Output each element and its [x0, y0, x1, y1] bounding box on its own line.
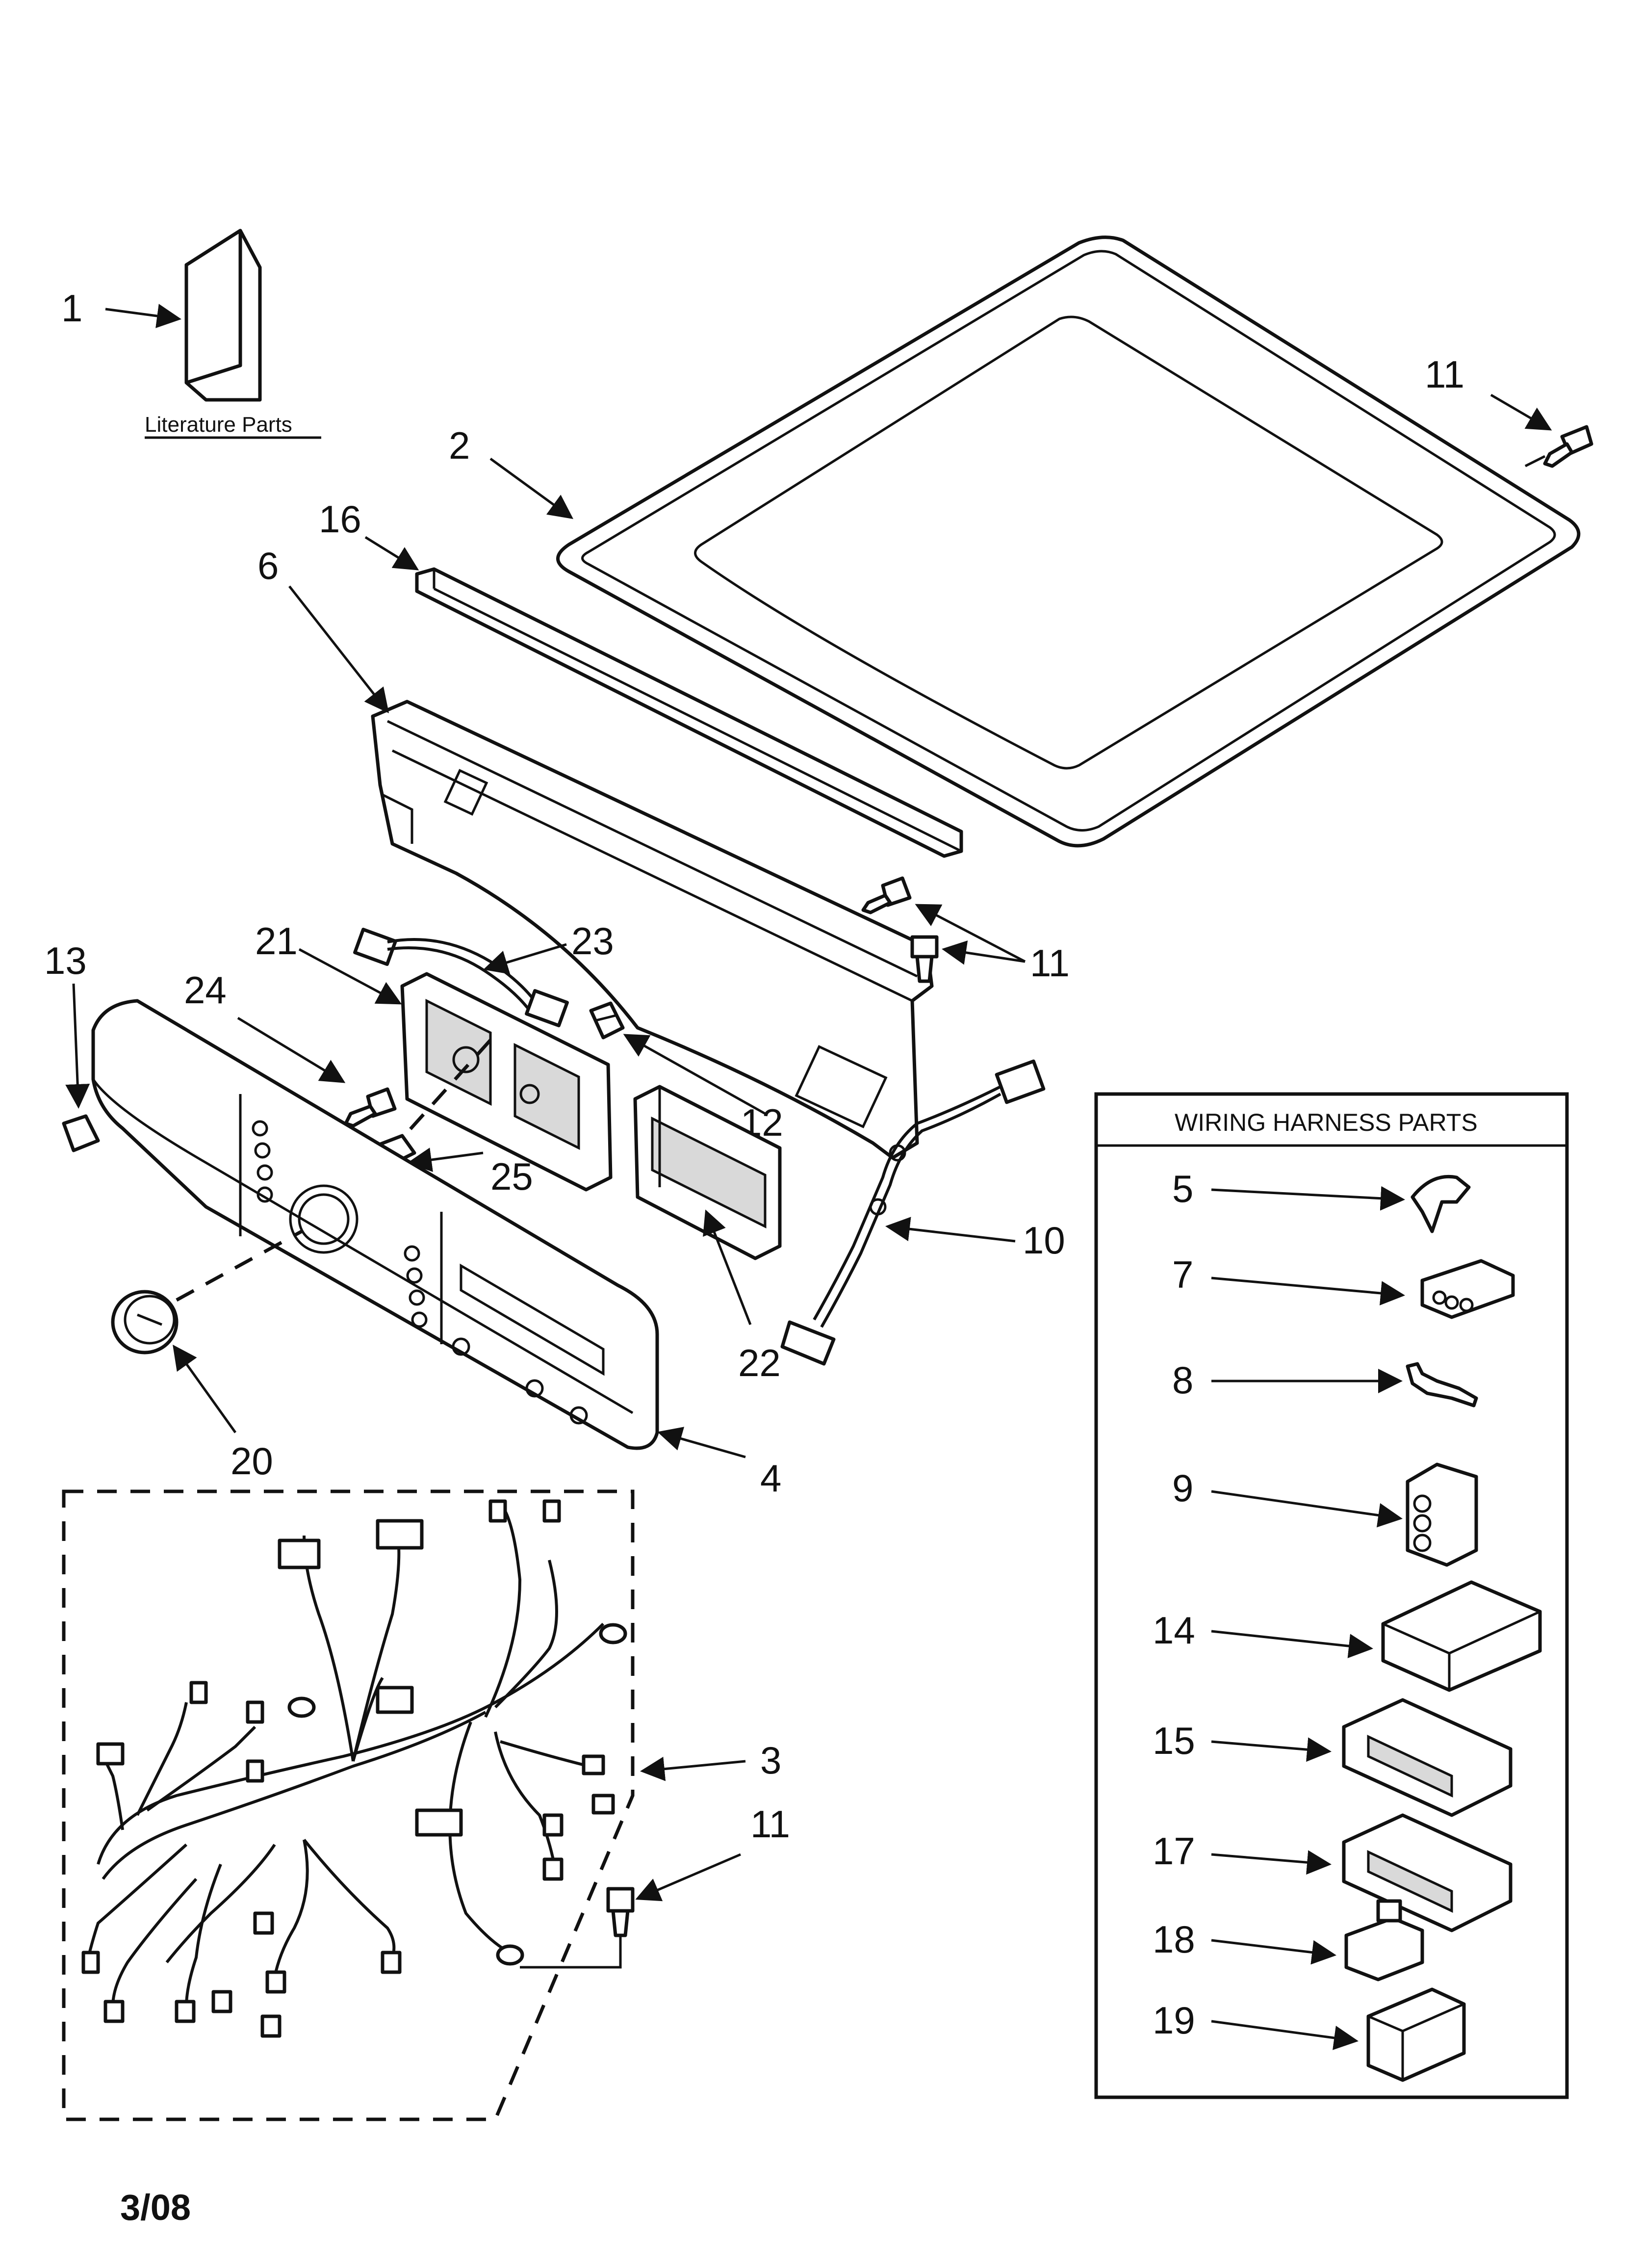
leader-23 [483, 943, 567, 974]
callout-8: 8 [1172, 1358, 1193, 1402]
leader-10 [885, 1217, 1016, 1243]
leader-11a [1490, 393, 1552, 431]
leader-1 [105, 304, 181, 328]
leader-15 [1211, 1737, 1332, 1762]
display-board [633, 1085, 782, 1260]
connector-9 [1406, 1462, 1478, 1567]
callout-20: 20 [231, 1439, 273, 1483]
ground-lead [520, 1935, 622, 1969]
knob [111, 1290, 179, 1355]
callout-5: 5 [1172, 1167, 1193, 1210]
callout-1: 1 [61, 287, 82, 330]
connector-5 [1411, 1174, 1471, 1233]
leader-16 [364, 536, 419, 571]
clip [589, 1001, 625, 1040]
leader-18 [1211, 1939, 1336, 1965]
callout-21: 21 [255, 919, 298, 963]
literature-booklet [184, 229, 262, 402]
leader-5 [1211, 1186, 1405, 1211]
leader-12 [623, 1034, 766, 1115]
connector-7 [1420, 1259, 1515, 1319]
dash-20 [176, 1229, 303, 1302]
leader-11a-tail [1524, 455, 1546, 468]
callout-11a: 11 [1425, 353, 1464, 396]
leader-11b-1 [915, 904, 1026, 963]
leader-22 [703, 1209, 752, 1325]
callout-11b: 11 [1030, 941, 1070, 985]
callout-2: 2 [449, 424, 470, 467]
leader-4 [657, 1427, 746, 1459]
terminal-8 [1406, 1362, 1478, 1408]
leader-6 [288, 585, 389, 713]
screw-top-right [1543, 425, 1593, 468]
interface-cable [353, 928, 569, 1027]
leader-25 [407, 1147, 484, 1172]
callout-4: 4 [760, 1457, 781, 1500]
screw-24 [344, 1087, 397, 1128]
callout-9: 9 [1172, 1466, 1193, 1510]
callout-17: 17 [1153, 1829, 1195, 1873]
leader-11c [635, 1853, 741, 1902]
leader-20 [173, 1344, 237, 1434]
callout-10: 10 [1023, 1219, 1065, 1262]
callout-16: 16 [319, 497, 361, 541]
connector-17 [1342, 1813, 1513, 1932]
leader-3 [640, 1756, 746, 1781]
display-harness [780, 1059, 1046, 1366]
dash-25 [401, 1039, 492, 1140]
revision-date: 3/08 [120, 2187, 191, 2228]
latch-clip [62, 1114, 100, 1152]
callout-19: 19 [1153, 1999, 1195, 2042]
callout-18: 18 [1153, 1918, 1195, 1961]
leader-17 [1211, 1850, 1332, 1875]
callout-3: 3 [760, 1739, 781, 1782]
leader-24 [237, 1017, 346, 1083]
top-panel [556, 235, 1581, 848]
leader-11b-2 [942, 940, 1026, 965]
connector-19 [1366, 1987, 1466, 2082]
leader-7 [1211, 1277, 1405, 1305]
leader-9 [1211, 1490, 1403, 1528]
callout-15: 15 [1153, 1719, 1195, 1762]
console-panel [91, 999, 659, 1450]
callout-11c: 11 [750, 1802, 790, 1846]
literature-label: Literature Parts [145, 413, 292, 437]
leader-2 [489, 457, 574, 519]
wiring-box-title: WIRING HARNESS PARTS [1175, 1109, 1478, 1136]
callout-24: 24 [184, 968, 227, 1012]
control-board [400, 972, 613, 1192]
callout-23: 23 [571, 919, 614, 963]
main-wiring-harness [81, 1499, 627, 2038]
screw-lower [606, 1887, 635, 1937]
callout-25: 25 [490, 1155, 533, 1198]
console-bracket [371, 700, 934, 1160]
callout-14: 14 [1153, 1609, 1195, 1652]
connector-15 [1342, 1698, 1513, 1817]
foam-strip [415, 567, 963, 858]
leader-13 [65, 983, 90, 1109]
callout-22: 22 [738, 1341, 781, 1384]
leader-21 [298, 948, 402, 1005]
connector-18 [1344, 1899, 1424, 1981]
screw-middle-upper [861, 876, 912, 914]
leader-14 [1211, 1630, 1373, 1659]
leader-19 [1211, 2020, 1359, 2050]
screw-middle-lower [910, 935, 939, 983]
callout-7: 7 [1172, 1253, 1193, 1296]
connector-14 [1381, 1580, 1542, 1692]
callout-13: 13 [44, 939, 87, 982]
callout-6: 6 [257, 544, 279, 587]
main-harness-boundary [62, 1489, 635, 2121]
